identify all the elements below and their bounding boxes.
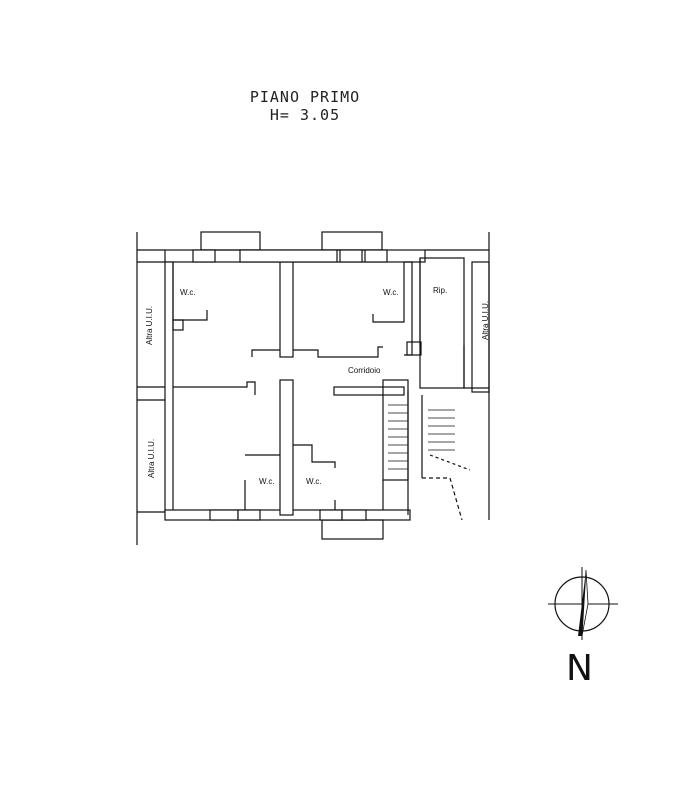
label-corridor: Corridoio <box>348 366 381 375</box>
label-neighbor-left-lower: Altra U.I.U. <box>147 439 156 478</box>
plan-title: PIANO PRIMO <box>249 88 361 106</box>
label-neighbor-left-upper: Altra U.I.U. <box>145 306 154 345</box>
compass-north-letter: N <box>566 648 593 689</box>
north-compass: N <box>548 567 618 689</box>
central-wall-upper <box>279 261 294 358</box>
right-neighbor-wall <box>471 261 490 393</box>
label-wc-bottom-right: W.c. <box>306 477 322 486</box>
balcony-bottom <box>321 519 384 540</box>
storage-room <box>419 257 465 389</box>
balcony-top-right <box>321 231 383 251</box>
plan-walls <box>136 231 490 545</box>
label-wc-top-left: W.c. <box>180 288 196 297</box>
label-wc-bottom-left: W.c. <box>259 477 275 486</box>
label-neighbor-right: Altra U.I.U. <box>481 301 490 340</box>
label-wc-top-right: W.c. <box>383 288 399 297</box>
central-wall-lower <box>279 379 294 516</box>
left-wall <box>164 261 174 513</box>
balcony-top-left <box>200 231 261 251</box>
compass-needle-icon <box>578 570 586 636</box>
plan-height: H= 3.05 <box>269 106 341 124</box>
label-storage: Rip. <box>433 286 447 295</box>
